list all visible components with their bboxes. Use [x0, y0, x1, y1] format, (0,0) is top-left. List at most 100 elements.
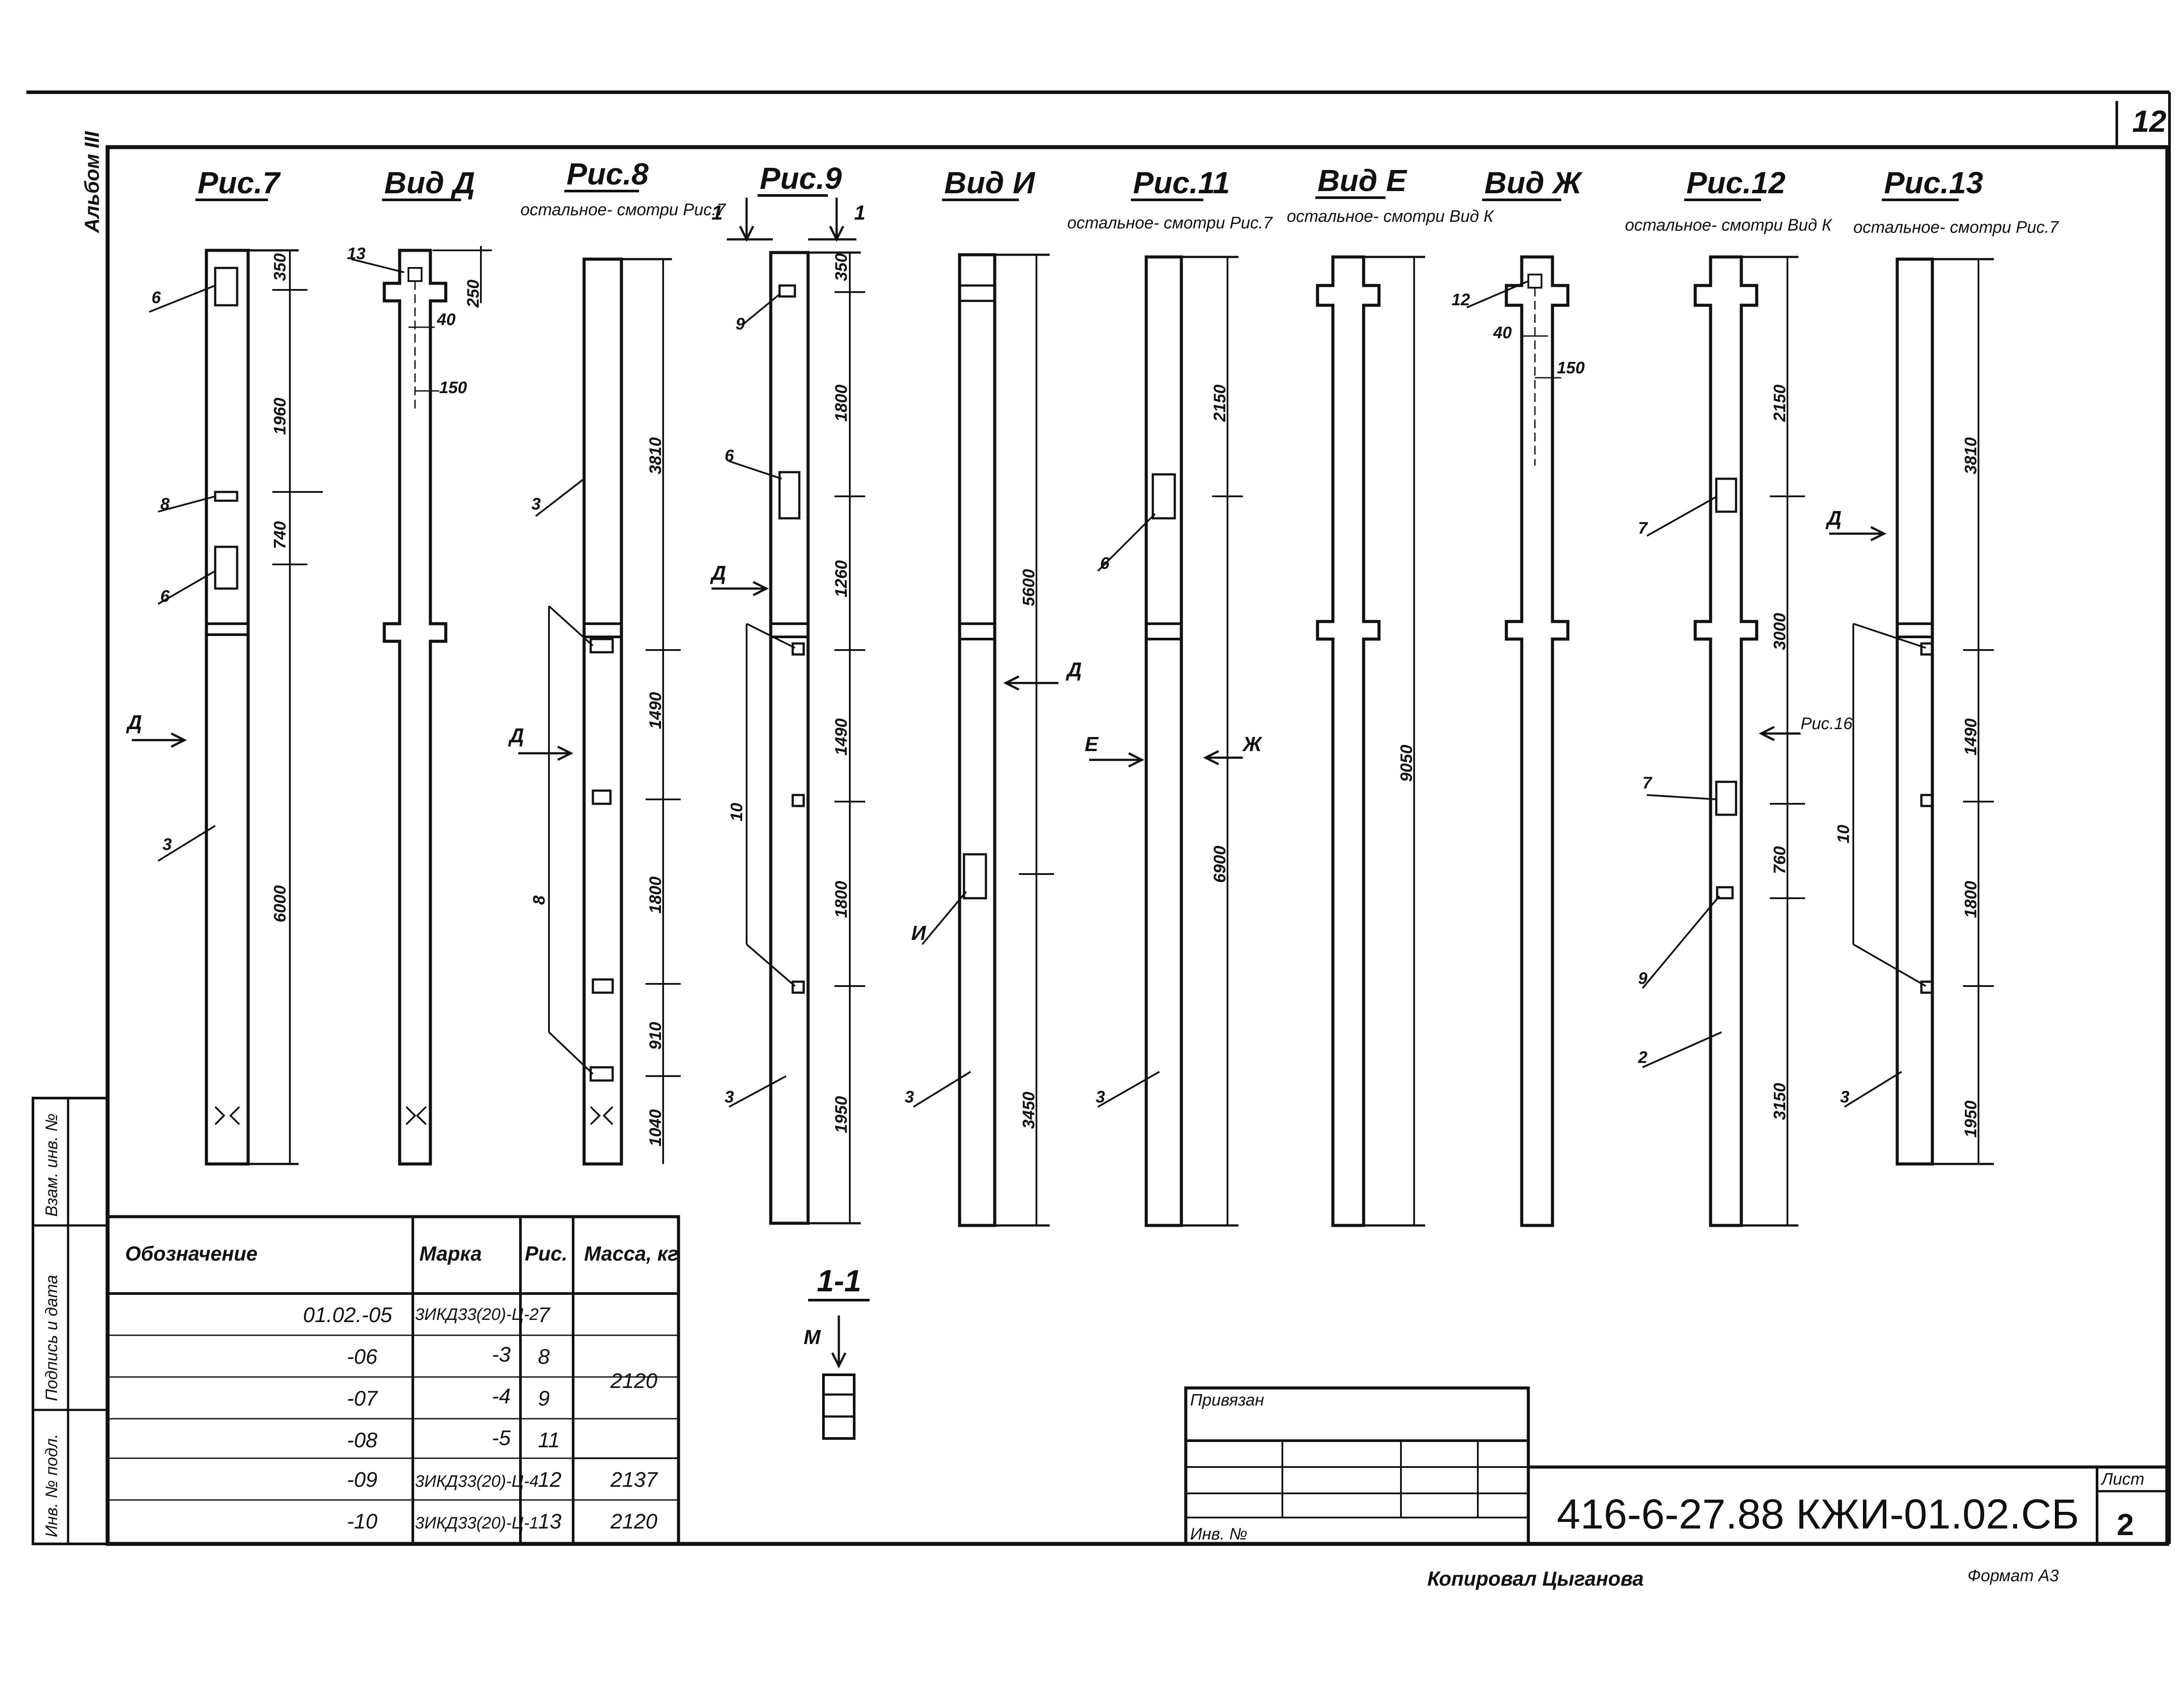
title-block-grid: [1184, 1386, 2169, 1546]
dimension-label: 1040: [646, 1109, 665, 1146]
callout: 12: [1451, 291, 1470, 309]
figure-note: остальное- смотри Рис.7: [520, 201, 726, 219]
dimension-label: 6000: [271, 885, 289, 922]
dimension-label: 1490: [646, 692, 665, 729]
cell-fig: 13: [538, 1510, 562, 1533]
cell-fig: 9: [538, 1387, 550, 1410]
dimension-label: 3810: [646, 437, 665, 474]
callout: 10: [728, 803, 746, 821]
callout: 9: [1638, 969, 1647, 988]
cell-mass: 2120: [610, 1370, 657, 1393]
side-stamp-replacement: Взам. инв. №: [43, 1113, 61, 1217]
document-code: 416-6-27.88 КЖИ-01.02.СБ: [1557, 1491, 2079, 1538]
dimension-label: 3810: [1962, 437, 1980, 474]
stamp-inv: Инв. №: [1190, 1525, 1247, 1543]
callout: 2: [1638, 1048, 1647, 1067]
side-stamp-inv: Инв. № подл.: [43, 1434, 61, 1537]
cell-designation: 01.02.-05: [303, 1304, 392, 1327]
callout: Ж: [1242, 733, 1263, 755]
table-row: -06 -3 8 2120: [347, 1343, 657, 1393]
dimension-label: 1260: [832, 560, 851, 597]
figure-title: Рис.9: [760, 161, 842, 195]
table-row: -07 -4 9: [347, 1385, 550, 1410]
callout: Д: [508, 724, 524, 747]
figure-title: Вид И: [944, 166, 1036, 200]
dimension-label: 1950: [832, 1096, 851, 1133]
table-row: -09 3ИКД33(20)-Ц-4 12 2137: [347, 1468, 658, 1492]
figure-title: Вид Ж: [1484, 166, 1583, 200]
cell-mass: 2137: [610, 1468, 658, 1492]
callout: Д: [710, 561, 726, 584]
callout: 1: [854, 201, 866, 224]
cell-mark: 3ИКД33(20)-Ц-1: [415, 1514, 538, 1532]
callout: 1: [711, 201, 723, 224]
figure-8-drawing: [518, 257, 681, 1166]
callout: 3: [1096, 1088, 1105, 1106]
dimension-label: 910: [646, 1022, 665, 1050]
figure-note: остальное- смотри Рис.7: [1853, 218, 2059, 237]
dimension-label: 1950: [1962, 1100, 1980, 1138]
dimension-label: 1490: [832, 718, 851, 755]
figure-title: Рис.7: [198, 166, 281, 200]
cell-mark: -3: [492, 1343, 511, 1366]
dimension-label: 150: [439, 379, 467, 397]
callout: 3: [1840, 1088, 1849, 1106]
cell-designation: -09: [347, 1468, 377, 1492]
dimension-label: 740: [271, 521, 289, 549]
callout: 3: [905, 1088, 914, 1106]
callout: 9: [736, 315, 745, 333]
callout: 6: [152, 289, 161, 307]
table-row: -10 3ИКД33(20)-Ц-1 13 2120: [347, 1510, 657, 1533]
figure-title: Рис.13: [1884, 166, 1983, 200]
section-label: 1-1: [817, 1264, 861, 1298]
callout: 6: [725, 447, 734, 465]
dimension-label: 3150: [1771, 1083, 1789, 1120]
view-i-drawing: [913, 253, 1058, 1227]
dimension-label: 40: [1493, 324, 1512, 342]
dimension-label: 1800: [1962, 881, 1980, 918]
cell-mass: 2120: [610, 1510, 657, 1533]
stamp-privyazan: Привязан: [1190, 1391, 1264, 1409]
callout: 3: [162, 835, 172, 854]
dimension-label: 6900: [1211, 846, 1229, 883]
dimension-label: 250: [464, 280, 483, 308]
view-zh-drawing: [1466, 255, 1570, 1227]
cell-fig: 11: [538, 1429, 560, 1452]
callout: И: [911, 922, 926, 944]
table-header: Масса, кг: [584, 1242, 679, 1265]
dimension-label: 40: [437, 311, 455, 329]
figure-titles: Рис.7 Вид Д Рис.8 остальное- смотри Рис.…: [195, 157, 2059, 237]
cell-fig: 7: [538, 1304, 551, 1327]
figure-note: остальное- смотри Вид К: [1287, 207, 1495, 226]
dimension-label: 150: [1557, 359, 1585, 377]
dimension-label: 350: [832, 253, 851, 281]
drawing-frame: [105, 145, 2170, 1546]
dimension-label: 1800: [832, 384, 851, 422]
figure-7-drawing: [132, 249, 323, 1166]
callout: 13: [347, 245, 365, 263]
figure-note: остальное- смотри Вид К: [1625, 216, 1833, 235]
view-e-drawing: [1316, 255, 1425, 1227]
callout: 3: [531, 495, 541, 513]
callout: 8: [530, 895, 549, 905]
cell-fig: 8: [538, 1345, 550, 1369]
cell-mark: -4: [492, 1385, 511, 1408]
album-label: Альбом III: [80, 131, 103, 233]
copied-by: Копировал Цыганова: [1427, 1567, 1644, 1590]
figure-note: остальное- смотри Рис.7: [1067, 214, 1273, 232]
cell-designation: -06: [347, 1345, 378, 1369]
dimension-label: 3000: [1771, 613, 1789, 650]
sheet-label: Лист: [2100, 1470, 2144, 1489]
callout: 7: [1643, 774, 1653, 792]
cell-mark: -5: [492, 1427, 511, 1450]
cell-fig: 12: [538, 1468, 561, 1492]
view-d-drawing: [351, 246, 492, 1166]
figure-11-drawing: [1089, 255, 1243, 1227]
callout: 6: [160, 587, 170, 606]
callout: Рис.16: [1801, 715, 1853, 733]
figure-12-drawing: [1642, 255, 1805, 1227]
dimension-label: 1490: [1962, 718, 1980, 755]
figure-9-drawing: [711, 198, 865, 1225]
dimension-label: 2150: [1211, 384, 1229, 422]
